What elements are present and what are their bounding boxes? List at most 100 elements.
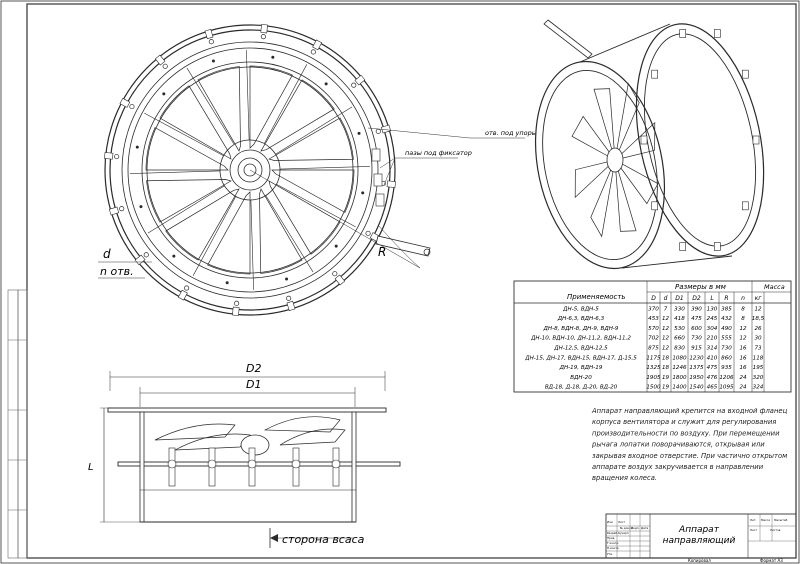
table-cell: 1800 [672,375,687,381]
rivet [324,82,328,86]
bracket [232,306,240,316]
table-cell: 1246 [672,365,687,371]
iso-blade [613,121,656,161]
bolt-hole [208,39,214,45]
label-pazy-pod-fiksator: пазы под фиксатор [405,149,472,157]
table-cell: 12 [662,316,670,322]
front-ring [243,163,257,177]
lever-hole [423,248,431,256]
blade-axis [279,166,370,170]
iso-bracket [640,135,648,145]
bolt-hole [184,285,190,291]
tb-label-0: Изм [607,520,613,524]
note-line: вращения колеса. [592,474,657,482]
label-D2: D2 [246,362,261,375]
table-row-applicability: ДН-15, ДН-17, ВДН-15, ВДН-17, Д-15,5 [524,355,637,361]
table-cell: 1230 [689,355,704,361]
iso-blade [614,159,637,232]
table-cell: 1175 [646,355,661,361]
label-otv-pod-upory: отв. под упоры [485,129,537,137]
iso-blade [574,159,617,199]
label-L: L [88,462,94,473]
table-header-sizes: Размеры в мм [675,283,727,291]
blade [207,191,251,275]
front-ring [229,149,271,191]
table-cell: 16 [739,346,747,352]
side-blade [263,416,341,433]
note-line: корпуса вентилятора и служит для регулир… [592,418,776,426]
side-bolt [247,459,257,469]
label-R: R [378,245,386,259]
table-cell: 1095 [719,385,734,391]
table-col-header: n [741,295,745,302]
bracket [312,39,323,51]
tb-label-1: Лист [618,520,625,524]
side-section-view [100,371,401,548]
bracket [108,206,120,216]
blade-axis [147,185,225,234]
iso-bracket [651,201,658,211]
iso-bracket [679,242,686,251]
table-cell: 1375 [689,365,704,371]
front-ring [104,24,396,316]
iso-bracket [742,69,749,79]
table-cell: 475 [707,365,718,371]
table-cell: 24 [739,375,747,381]
fixator-tab [375,193,385,207]
bracket [386,180,396,188]
bolt-hole [286,295,292,301]
label-d: d [103,247,111,261]
table-cell: 730 [691,336,702,342]
iso-bracket [714,29,721,38]
blade [268,117,354,161]
table-row-applicability: ДН-10, ВДН-10, ДН-11,2, ВДН-11,2 [530,336,631,342]
table-row-applicability: ДН-6,3, ВДН-6,3 [557,316,605,322]
bolt-hole [119,206,125,212]
rivet [225,281,229,285]
tb-label-2: № докум. [620,526,634,530]
bracket [334,274,346,286]
title-name-line2: направляющий [663,536,736,546]
table-cell: 476 [707,375,718,381]
rivet [357,131,361,135]
table-col-header: L [710,295,713,302]
rivet [162,92,166,96]
blade-axis [276,183,356,228]
side-bolt [207,459,217,469]
table-cell: 875 [648,346,659,352]
table-row-applicability: ДН-5, ВДН-5 [562,306,599,312]
table-cell: 1400 [672,385,687,391]
rivet [172,254,176,258]
title-block: Аппарат направляющий Изм Лист № докум. П… [605,513,797,563]
top-flange-plate [107,407,387,413]
bracket [354,74,366,86]
bolt-hole [143,252,149,258]
blade [271,169,355,213]
table-cell: 24 [739,385,747,391]
table-cell: 555 [721,336,732,342]
table-cell: 432 [721,316,732,322]
bracket [119,97,131,108]
title-name-line1: Аппарат [678,525,720,535]
tb-label-13: Масштаб [774,518,788,522]
table-cell: 1950 [689,375,704,381]
blade [260,79,335,152]
r-dim-line [249,169,421,269]
bolt-hole [114,154,120,160]
note-line: закрывая входное отверстие. При частично… [592,452,787,460]
table-header-mass: Масса [764,283,785,291]
iso-bracket [714,242,721,251]
table-col-header: d [664,295,668,302]
tb-label-12: Масса [761,518,770,522]
iso-hub [606,147,624,173]
tb-label-14: Лист [750,528,757,532]
iso-rear-flange-outer [635,23,765,257]
bracket [104,152,114,160]
tb-label-8: Н.контр. [607,546,620,550]
table-cell: 26 [754,326,762,332]
bracket [380,124,392,134]
bolt-hole [375,128,381,134]
table-cell: 830 [674,346,685,352]
tb-label-11: Лит. [750,518,757,522]
